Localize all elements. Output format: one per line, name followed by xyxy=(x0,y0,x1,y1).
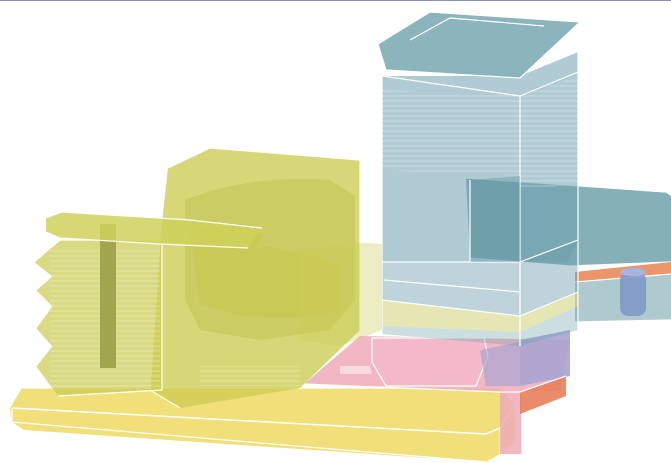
lavender-block xyxy=(480,330,570,386)
support-column xyxy=(620,268,646,316)
cantilever-beam xyxy=(45,211,263,249)
podium-overlay xyxy=(300,242,382,346)
top-border-line xyxy=(0,0,671,1)
central-tower xyxy=(381,52,579,346)
support-post-left xyxy=(100,224,116,368)
stepped-facade xyxy=(33,239,163,397)
orange-floor-band xyxy=(519,375,567,414)
tower-roof xyxy=(377,11,581,79)
pink-slab-edge xyxy=(499,389,523,454)
base-slab xyxy=(10,387,516,463)
